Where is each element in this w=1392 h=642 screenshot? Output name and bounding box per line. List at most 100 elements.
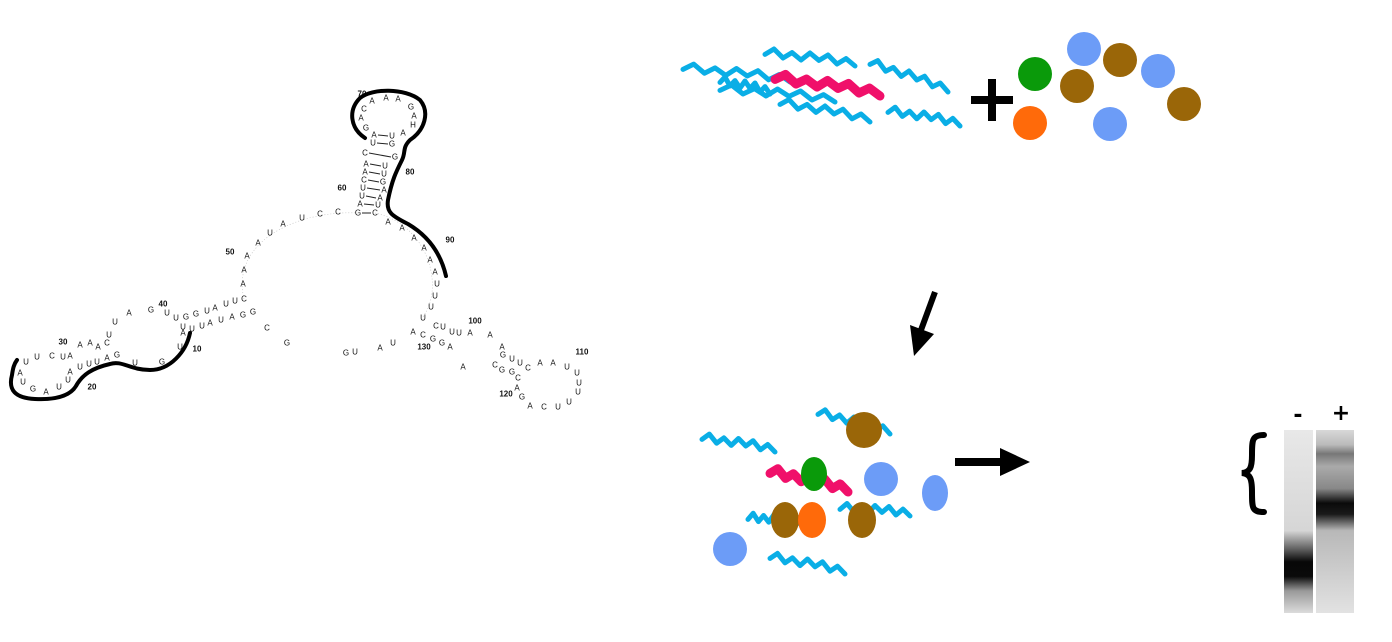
nucleotide: A [358,114,364,123]
nucleotide: U [20,378,26,387]
nucleotide: A [212,304,218,313]
nucleotide: A [244,252,250,261]
nucleotide: U [164,309,170,318]
rna-strand [767,550,848,577]
nucleotide: U [94,358,100,367]
base-pair [367,179,380,183]
nucleotide: U [218,316,224,325]
nucleotide: A [385,218,391,227]
nucleotide: U [456,329,462,338]
nucleotide: A [87,339,93,348]
nucleotide: U [352,348,358,357]
base-pair [366,187,381,191]
nucleotide: C [420,331,426,340]
nucleotide: A [77,341,83,350]
nucleotide: G [392,153,398,162]
nucleotide: G [500,351,506,360]
protein-green [1018,57,1052,91]
nucleotide: G [343,349,349,358]
base-pair [376,142,389,145]
nucleotide: C [335,208,341,217]
rna-strand [717,82,838,105]
nucleotide: H [410,121,416,130]
nucleotide: A [207,319,213,328]
nucleotide: A [411,234,417,243]
nucleotide: A [104,354,110,363]
nucleotide: U [112,318,118,327]
nucleotide: A [381,186,387,195]
nucleotide: C [541,403,547,412]
nucleotide: C [525,364,531,373]
nucleotide: A [229,313,235,322]
nucleotide: A [467,329,473,338]
nucleotide: U [432,292,438,301]
nucleotide: C [362,149,368,158]
protein-blue [1093,107,1127,141]
protein-green [801,457,827,491]
nucleotide: C [264,324,270,333]
nucleotide: U [359,192,365,201]
nucleotide: U [517,359,523,368]
position-label: 60 [338,184,347,193]
protein-blue [713,532,747,566]
nucleotide: C [361,176,367,185]
nucleotide: U [180,323,186,332]
nucleotide: A [240,280,246,289]
shifted-band-brace [1241,432,1267,515]
nucleotide: U [23,358,29,367]
gel-shift-assay: - + [1241,401,1354,613]
gel-lane-plus [1316,430,1354,613]
nucleotide: U [204,307,210,316]
position-label: 120 [499,390,513,399]
rna-pool-top [680,46,963,129]
base-pair [377,134,389,137]
nucleotide: G [159,358,165,367]
nucleotide: U [267,229,273,238]
nucleotide: G [284,339,290,348]
nucleotide: U [440,323,446,332]
nucleotide: G [439,339,445,348]
protein-orange [798,502,826,538]
target-rna-strand [770,70,885,101]
nucleotide: A [487,331,493,340]
protein-blue [1141,54,1175,88]
rna-strand [885,104,963,129]
position-label: 130 [417,343,431,352]
nucleotide: U [566,398,572,407]
nucleotide: C [515,374,521,383]
nucleotide: G [114,351,120,360]
nucleotide: A [95,343,101,352]
nucleotide: U [390,339,396,348]
arrow-down-icon [910,290,938,356]
nucleotide: A [126,309,132,318]
position-label: 30 [59,338,68,347]
nucleotide: C [317,210,323,219]
nucleotide: U [173,314,179,323]
base-pair [368,152,392,158]
nucleotide: U [389,132,395,141]
nucleotide: G [509,368,515,377]
nucleotide: G [355,209,361,218]
nucleotide: G [183,313,189,322]
nucleotide: U [370,139,376,148]
nucleotide: U [77,363,83,372]
nucleotide: G [250,308,256,317]
position-label: 100 [468,317,482,326]
nucleotide: A [537,359,543,368]
nucleotide: C [241,295,247,304]
rna-strand [762,46,858,69]
nucleotide: G [363,124,369,133]
bound-proteins [713,412,948,566]
nucleotide: U [177,343,183,352]
gel-lane-minus [1284,430,1313,613]
nucleotide: U [381,170,387,179]
position-label: 80 [406,168,415,177]
